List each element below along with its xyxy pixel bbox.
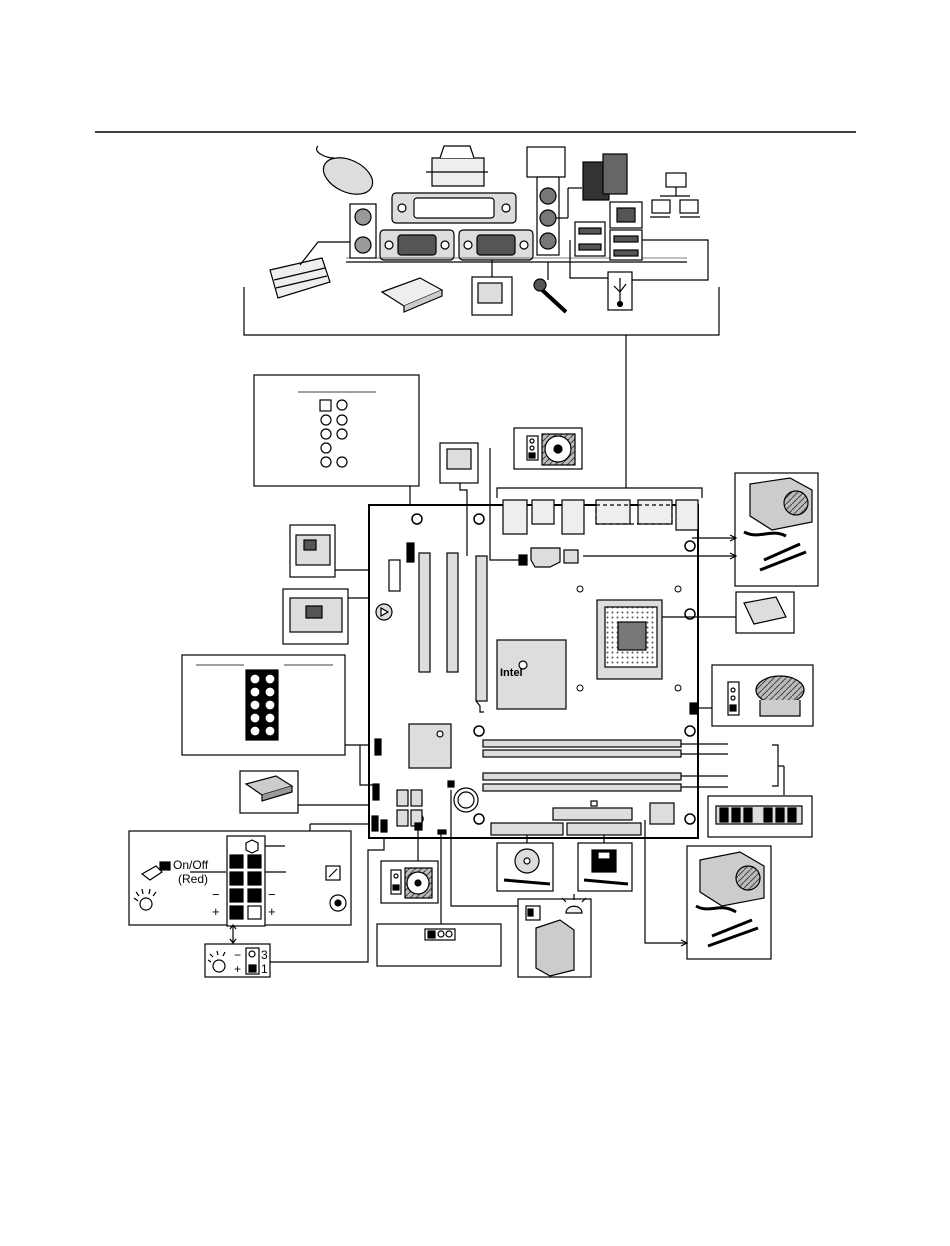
hdd-led-plus: + [212,904,220,919]
parallel-port-icon [392,193,516,223]
power-supply-2-icon [645,820,771,959]
network-icon [650,173,700,217]
floppy-drive-icon [578,835,632,891]
front-panel-callout [129,824,373,943]
cd-drive-icon [497,835,553,891]
vga-port-icon [459,230,533,260]
reset-button-icon [326,866,340,880]
speakers-icon [583,154,627,200]
keyboard-icon [270,242,350,298]
chassis-led-minus: − [234,948,241,962]
power-led-plus: + [268,904,276,919]
audio-jacks-icon [527,147,582,255]
processor-icon [736,592,794,633]
serial-port-icon [380,230,454,260]
monitor-icon [472,260,512,315]
chassis-led-pin-1: 1 [261,962,268,976]
usb-ports-icon [570,222,642,278]
mouse-icon [317,146,379,201]
microphone-icon [534,262,566,312]
chassis-led-pin-3: 3 [261,948,268,962]
cpu-cooler-icon [690,665,813,726]
printer-icon [426,146,488,186]
chassis-led-plus: + [234,962,241,976]
chipset-icon: Intel [497,640,566,709]
audio-header-callout [182,655,377,755]
power-button-color-label: (Red) [178,872,208,886]
hard-drive-icon [240,771,376,813]
power-led-icon [330,895,346,911]
hdd-led-minus: − [212,887,220,902]
modem-icon [382,278,442,312]
chassis-fan-icon [381,830,438,903]
memory-module-icon [708,796,812,837]
usb-symbol-icon [608,272,632,310]
power-button-label: On/Off [173,858,209,872]
chipset-brand-label: Intel [500,667,523,679]
power-led-minus: − [268,887,276,902]
ps2-ports-icon [350,204,376,258]
